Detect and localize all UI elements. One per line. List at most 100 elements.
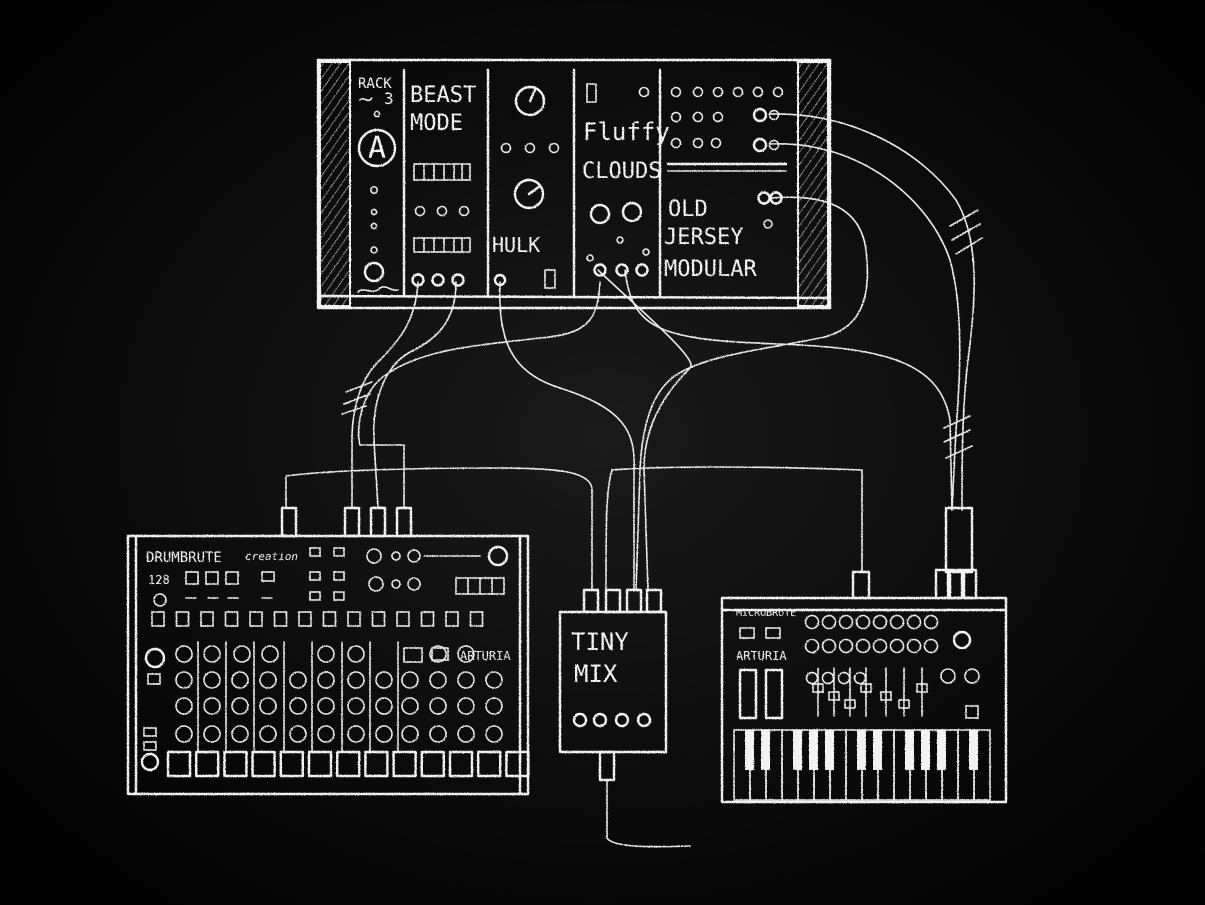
drumbrute-subtitle: creation [245, 550, 298, 563]
drumbrute-knob [203, 671, 221, 689]
beast-mode-jack-1 [411, 273, 425, 287]
drumbrute-knob [429, 697, 447, 715]
keyboard-knob-small [805, 671, 819, 685]
drumbrute-jack-top-4 [395, 506, 413, 538]
drumbrute-jack-top-3 [369, 506, 387, 538]
drumbrute-knob [375, 725, 393, 743]
fluffy-clouds-jack-2 [615, 263, 629, 277]
keyboard-knob [872, 638, 888, 654]
drumbrute-pad [224, 611, 239, 627]
keyboard-knob [855, 638, 871, 654]
cable-drumbrute-to-tinymix [285, 467, 593, 591]
keyboard-slider-cap [828, 691, 840, 701]
keyboard-jack-top-1 [851, 570, 871, 600]
hulk-switch [544, 269, 556, 289]
drumbrute-knob [289, 725, 307, 743]
drumbrute-knob [347, 671, 365, 689]
drumbrute-knob [401, 671, 419, 689]
beast-mode-label-2: MODE [410, 111, 463, 136]
keyboard-jack-top-4 [962, 568, 978, 600]
drumbrute-knob [401, 725, 419, 743]
cable-jersey-to-keyboard-b [769, 143, 961, 511]
hulk-knob-1 [514, 85, 546, 117]
drumbrute-knob [317, 645, 335, 663]
drumbrute-knob [375, 697, 393, 715]
keyboard-slider-cap [916, 683, 928, 693]
drumbrute-knob [347, 697, 365, 715]
drumbrute-pad [298, 611, 312, 627]
keyboard-jack-top-2 [934, 568, 950, 600]
drumbrute-knob [175, 671, 193, 689]
cable-bundle-marks-right-upper [949, 209, 983, 255]
beast-mode-jack-2 [431, 273, 445, 287]
drumbrute-knob [429, 725, 447, 743]
drumbrute-step-key [194, 750, 220, 778]
fluffy-clouds-label-2: CLOUDS [582, 159, 661, 184]
drumbrute-step-key [392, 750, 417, 778]
drumbrute-knob [429, 671, 447, 689]
cable-fluffy-to-drumbrute [357, 281, 601, 509]
cable-beast-to-drumbrute-b [373, 281, 457, 509]
drumbrute-knob [289, 697, 307, 715]
keyboard-jack-top-3 [948, 568, 964, 600]
rack-frame [316, 58, 832, 310]
drumbrute-step-count: 128 [148, 573, 170, 587]
rack-knob [363, 261, 385, 283]
drumbrute-pad [371, 611, 386, 627]
cable-bundle-marks-right-lower [943, 415, 973, 459]
fluffy-clouds-knob-2 [621, 201, 643, 223]
drumbrute-knob [317, 725, 335, 743]
fluffy-clouds-jack-3 [635, 263, 649, 277]
black-key [937, 730, 946, 770]
drumbrute-pad [469, 611, 484, 627]
drumbrute-knob [401, 697, 419, 715]
cable-beast-to-drumbrute-a [351, 281, 419, 509]
tiny-mix-input-3 [625, 588, 643, 614]
drumbrute-pad [151, 611, 165, 627]
tiny-mix-input-1 [582, 588, 600, 614]
keyboard-knob [906, 614, 922, 630]
keyboard-knob [821, 638, 837, 654]
fluffy-clouds-switch [586, 83, 597, 103]
black-key [969, 730, 978, 770]
keyboard-slider-cap [812, 683, 824, 693]
hulk-knob-2 [513, 178, 545, 210]
drumbrute-brand: DRUMBRUTE [146, 550, 222, 566]
fluffy-clouds-label-1: Fluffy [583, 118, 670, 146]
keyboard-maker: ARTURIA [736, 649, 787, 663]
drumbrute-knob [203, 725, 221, 743]
old-jersey-jack-out-1 [757, 191, 771, 205]
black-key [905, 730, 914, 770]
drumbrute-jack-top-1 [280, 506, 298, 538]
drumbrute-knob [317, 697, 335, 715]
drumbrute-master-knob [144, 647, 166, 669]
drumbrute-knob [347, 645, 365, 663]
fluffy-clouds-jack-1 [593, 263, 607, 277]
cable-fluffy-to-tinymix [624, 269, 953, 511]
keyboard-knob [838, 614, 854, 630]
drumbrute-knob [231, 671, 249, 689]
black-key [921, 730, 930, 770]
drumbrute-knob [259, 725, 277, 743]
drumbrute-knob [175, 645, 193, 663]
keyboard-slider-cap [860, 683, 872, 693]
keyboard-slider-cap [844, 699, 856, 709]
drumbrute-knob [375, 671, 393, 689]
drumbrute-step-keys [166, 750, 530, 778]
tiny-mix-input-4 [645, 588, 663, 614]
drumbrute-pad [396, 611, 410, 627]
drumbrute-knob [429, 645, 447, 663]
tiny-mix-output [598, 750, 616, 782]
keyboard-model: MICROBRUTE [736, 608, 796, 619]
keyboard-knob [855, 614, 871, 630]
keyboard-knob-small [853, 671, 867, 685]
keyboard-knob [906, 638, 922, 654]
tiny-mix-label-1: TINY [571, 628, 629, 656]
cable-hulk-to-tinymix [498, 281, 635, 591]
drumbrute-pad [322, 611, 337, 627]
tiny-mix-knob-1 [572, 712, 588, 728]
anarchy-symbol-glyph: A [368, 131, 386, 166]
drumbrute-knob [231, 697, 249, 715]
drumbrute-pad [249, 611, 263, 627]
drumbrute-knob [485, 697, 503, 715]
